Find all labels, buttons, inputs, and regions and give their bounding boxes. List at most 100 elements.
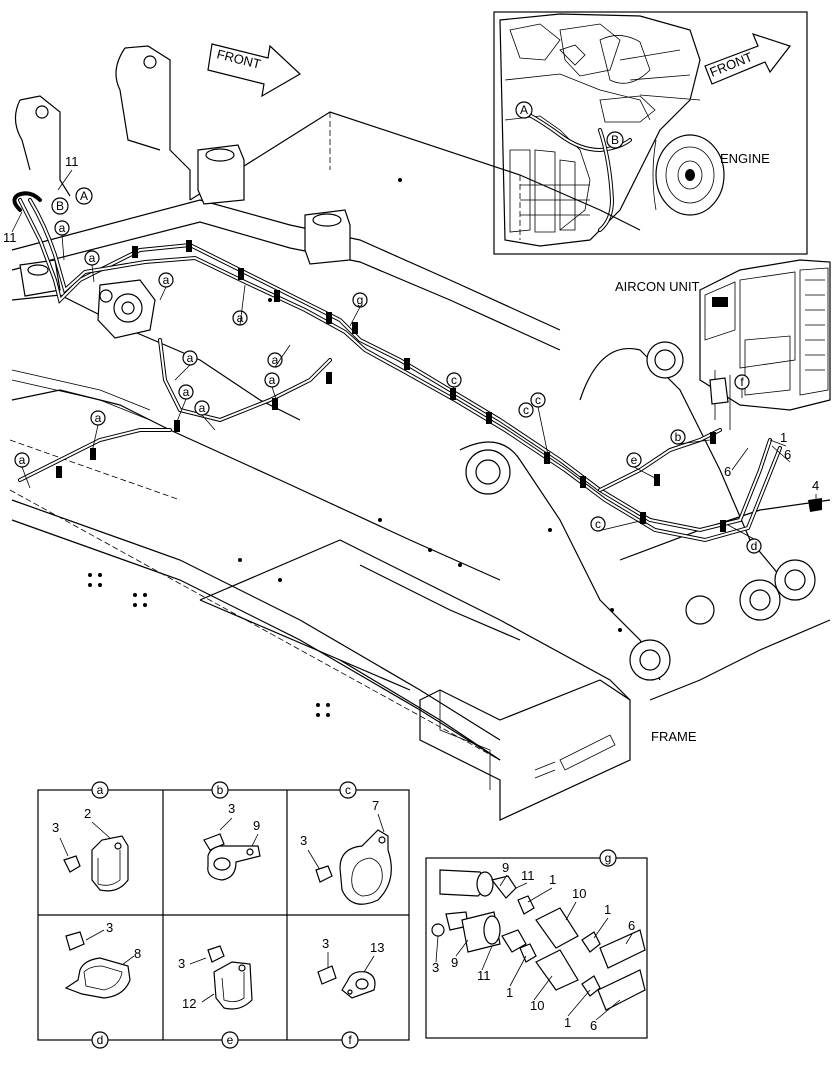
detail-d-part-8: 8 bbox=[134, 946, 141, 961]
svg-text:b: b bbox=[675, 430, 682, 444]
hose-clamps bbox=[56, 240, 726, 532]
detail-c-part-7: 7 bbox=[372, 798, 379, 813]
svg-text:g: g bbox=[357, 293, 364, 307]
detail-a-part-3: 3 bbox=[52, 820, 59, 835]
callout-A-top: A bbox=[75, 187, 93, 205]
detail-g-part-11-bottom: 11 bbox=[477, 968, 491, 983]
svg-text:a: a bbox=[163, 273, 170, 287]
detail-b-part-9: 9 bbox=[253, 818, 260, 833]
detail-g-part-6-bottom: 6 bbox=[590, 1018, 597, 1033]
detail-e: e 3 12 bbox=[178, 945, 253, 1049]
svg-text:c: c bbox=[523, 403, 529, 417]
detail-f-part-13: 13 bbox=[370, 940, 384, 955]
callout-letter: a bbox=[84, 250, 100, 266]
callout-letter: a bbox=[182, 350, 198, 366]
detail-d: d 3 8 bbox=[64, 920, 141, 1049]
callout-letter: a bbox=[54, 220, 70, 236]
svg-text:a: a bbox=[272, 353, 279, 367]
detail-g-part-11-top: 11 bbox=[521, 868, 535, 883]
compressor bbox=[97, 279, 156, 339]
svg-text:a: a bbox=[19, 453, 26, 467]
svg-text:B: B bbox=[56, 199, 64, 213]
detail-g-part-3: 3 bbox=[432, 960, 439, 975]
engine-flywheel bbox=[652, 134, 725, 216]
detail-box-clamps: a 2 3 b 3 9 c 7 3 bbox=[37, 781, 410, 1049]
callout-1: 1 bbox=[780, 430, 787, 445]
detail-g-letter: g bbox=[605, 851, 612, 865]
svg-text:e: e bbox=[227, 1033, 234, 1047]
engine-callout-B: B bbox=[606, 131, 624, 149]
engine-drawing bbox=[499, 13, 701, 247]
detail-c-part-3: 3 bbox=[300, 833, 307, 848]
callout-letter: a bbox=[178, 384, 194, 400]
svg-text:a: a bbox=[89, 251, 96, 265]
detail-b: b 3 9 bbox=[203, 781, 261, 881]
svg-text:a: a bbox=[237, 311, 244, 325]
detail-d-part-3: 3 bbox=[106, 920, 113, 935]
detail-g-part-10-top: 10 bbox=[572, 886, 586, 901]
svg-text:a: a bbox=[183, 385, 190, 399]
callout-letter: d bbox=[746, 538, 762, 554]
detail-a-part-2: 2 bbox=[84, 806, 91, 821]
detail-e-part-12: 12 bbox=[182, 996, 196, 1011]
callout-letter: c bbox=[518, 402, 534, 418]
detail-g-part-1-lower: 1 bbox=[564, 1015, 571, 1030]
svg-text:a: a bbox=[199, 401, 206, 415]
svg-text:a: a bbox=[187, 351, 194, 365]
detail-g-part-6-top: 6 bbox=[628, 918, 635, 933]
detail-g-part-10-bottom: 10 bbox=[530, 998, 544, 1013]
svg-text:a: a bbox=[269, 373, 276, 387]
detail-f: f 3 13 bbox=[317, 936, 384, 1049]
svg-text:c: c bbox=[535, 393, 541, 407]
detail-g-part-1-top: 1 bbox=[549, 872, 556, 887]
callout-6b: 6 bbox=[724, 464, 731, 479]
callout-letter: a bbox=[14, 452, 30, 468]
svg-text:f: f bbox=[348, 1033, 352, 1047]
detail-a: a 2 3 bbox=[52, 781, 129, 892]
callout-letter: c bbox=[530, 392, 546, 408]
part-4-drawing bbox=[808, 498, 822, 512]
engine-label: ENGINE bbox=[720, 151, 770, 166]
detail-g-part-1-bottom: 1 bbox=[506, 985, 513, 1000]
callout-6a: 6 bbox=[784, 447, 791, 462]
detail-g-part-9-bottom: 9 bbox=[451, 955, 458, 970]
svg-text:a: a bbox=[97, 783, 104, 797]
callout-letter: c bbox=[590, 516, 606, 532]
svg-text:c: c bbox=[345, 783, 351, 797]
detail-b-part-3: 3 bbox=[228, 801, 235, 816]
svg-text:A: A bbox=[520, 103, 528, 117]
callout-11-left: 11 bbox=[3, 230, 17, 245]
callout-letter: a bbox=[194, 400, 210, 416]
main-frame-drawing: FRONT bbox=[9, 43, 831, 821]
callout-letter: a bbox=[158, 272, 174, 288]
detail-g-part-9-top: 9 bbox=[502, 860, 509, 875]
aircon-unit bbox=[699, 259, 831, 430]
callout-B-top: B bbox=[51, 197, 69, 215]
svg-text:A: A bbox=[80, 189, 88, 203]
engine-callout-A: A bbox=[515, 101, 533, 119]
detail-box-g: 9 g 9 11 1 10 1 6 3 9 11 1 10 1 6 bbox=[425, 849, 648, 1039]
aircon-hoses bbox=[11, 191, 782, 543]
main-callouts: 11 11 A B 1 6 6 4 a a a a a a a a a a a … bbox=[3, 154, 819, 554]
callout-letter: g bbox=[352, 292, 368, 308]
callout-letter: c bbox=[446, 372, 462, 388]
detail-f-part-3: 3 bbox=[322, 936, 329, 951]
callout-letter: e bbox=[626, 452, 642, 468]
frame-label: FRAME bbox=[651, 729, 697, 744]
front-arrow-main: FRONT bbox=[207, 43, 302, 98]
callout-letter: f bbox=[734, 374, 750, 390]
callout-letter: b bbox=[670, 429, 686, 445]
engine-inset: FRONT ENGINE A B bbox=[493, 11, 808, 255]
svg-text:f: f bbox=[740, 375, 744, 389]
svg-text:d: d bbox=[97, 1033, 104, 1047]
svg-text:a: a bbox=[59, 221, 66, 235]
svg-text:c: c bbox=[595, 517, 601, 531]
detail-c: c 7 3 bbox=[300, 781, 392, 905]
engine-inset-border bbox=[493, 11, 808, 255]
callout-letter: a bbox=[264, 372, 280, 388]
callout-letter: a bbox=[90, 410, 106, 426]
svg-text:e: e bbox=[631, 453, 638, 467]
front-arrow-engine: FRONT bbox=[704, 33, 791, 85]
detail-e-part-3: 3 bbox=[178, 956, 185, 971]
